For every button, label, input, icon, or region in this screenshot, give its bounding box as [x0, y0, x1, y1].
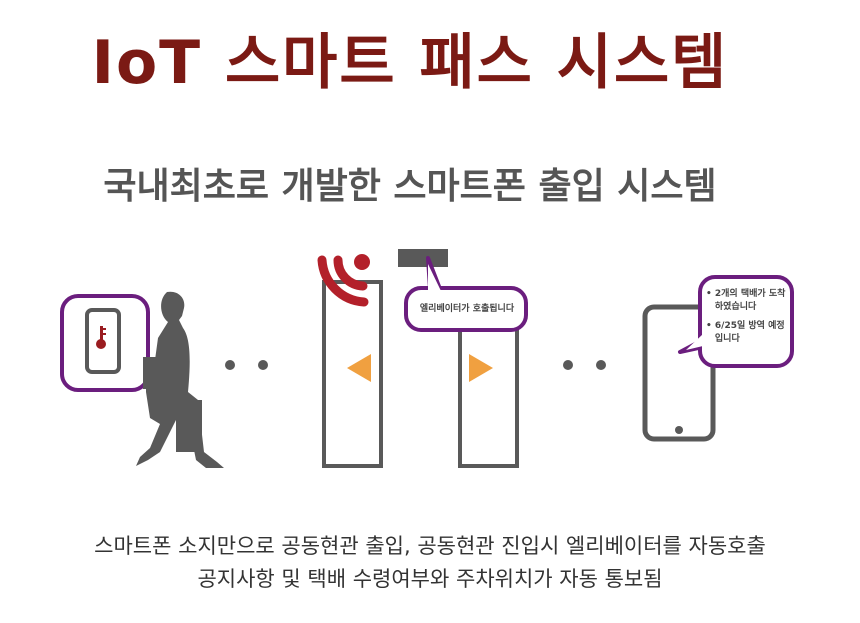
notification-item: 6/25일 방역 예정입니다: [714, 321, 785, 344]
arrow-right-icon: [469, 354, 493, 382]
dot: [258, 360, 268, 370]
dot: [563, 360, 573, 370]
phone-speech-bubble: [678, 275, 794, 368]
gate-left: [322, 280, 383, 468]
footer-line-2: 공지사항 및 택배 수령여부와 주차위치가 자동 통보됨: [197, 567, 663, 591]
key-icon: [96, 326, 106, 349]
smartphone-icon: [642, 304, 716, 442]
elevator-speech-bubble: [404, 256, 528, 332]
dot: [596, 360, 606, 370]
page-title: IoT 스마트 패스 시스템: [91, 28, 729, 98]
wifi-signal-icon: [317, 255, 369, 307]
elevator-bubble-text: 엘리베이터가 호출됩니다: [419, 304, 515, 314]
walking-person-icon: [136, 291, 224, 468]
footer-line-1: 스마트폰 소지만으로 공동현관 출입, 공동현관 진입시 엘리베이터를 자동호출: [94, 534, 766, 558]
subtitle: 국내최초로 개발한 스마트폰 출입 시스템: [103, 166, 717, 207]
elevator-display: [398, 249, 448, 267]
phone-key-callout: [60, 294, 150, 392]
dot: [225, 360, 235, 370]
notification-item: 2개의 택배가 도착 하였습니다: [714, 289, 786, 312]
notification-list: • 2개의 택배가 도착 하였습니다 • 6/25일 방역 예정입니다: [706, 288, 790, 346]
arrow-left-icon: [347, 354, 371, 382]
